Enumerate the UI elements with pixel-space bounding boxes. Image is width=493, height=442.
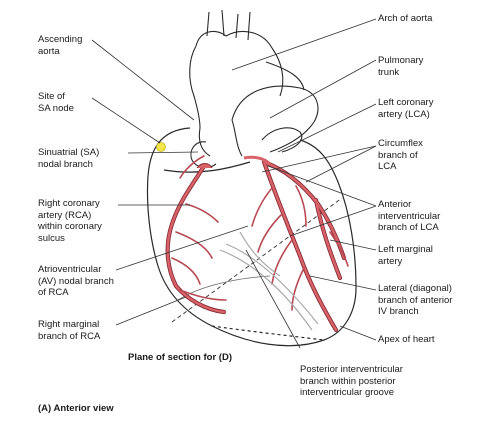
label-circumflex-branch: Circumflex branch of LCA <box>378 138 423 172</box>
label-right-marginal-branch: Right marginal branch of RCA <box>38 319 101 342</box>
arterial-branches <box>171 155 349 311</box>
label-sa-nodal-branch: Sinuatrial (SA) nodal branch <box>38 147 100 170</box>
label-right-coronary-artery: Right coronary artery (RCA) within coron… <box>38 198 102 244</box>
label-left-marginal-artery: Left marginal artery <box>378 244 433 267</box>
label-plane-of-section: Plane of section for (D) <box>128 352 232 363</box>
label-left-coronary-artery: Left coronary artery (LCA) <box>378 97 434 120</box>
view-caption: (A) Anterior view <box>38 403 114 414</box>
label-site-of-sa-node: Site of SA node <box>38 91 74 114</box>
sa-node <box>156 142 166 152</box>
posterior-vessels <box>219 231 319 331</box>
label-posterior-iv-branch: Posterior interventricular branch within… <box>300 364 403 398</box>
label-apex-of-heart: Apex of heart <box>378 334 435 345</box>
aorta-and-pulmonary-trunk <box>189 9 319 169</box>
label-ascending-aorta: Ascending aorta <box>38 34 83 57</box>
label-lateral-diagonal-branch: Lateral (diagonal) branch of anterior IV… <box>378 283 453 317</box>
label-pulmonary-trunk: Pulmonary trunk <box>378 55 424 78</box>
lca-origin <box>243 155 272 166</box>
label-arch-of-aorta: Arch of aorta <box>378 13 433 24</box>
label-anterior-iv-branch: Anterior interventricular branch of LCA <box>378 199 441 233</box>
leader-lines <box>91 18 377 349</box>
label-av-nodal-branch: Atrioventricular (AV) nodal branch of RC… <box>38 264 114 298</box>
plane-of-section-line <box>171 197 343 323</box>
coronary-arteries <box>165 159 347 333</box>
rca-origin <box>196 163 213 169</box>
coronary-arteries-fill <box>166 160 346 332</box>
